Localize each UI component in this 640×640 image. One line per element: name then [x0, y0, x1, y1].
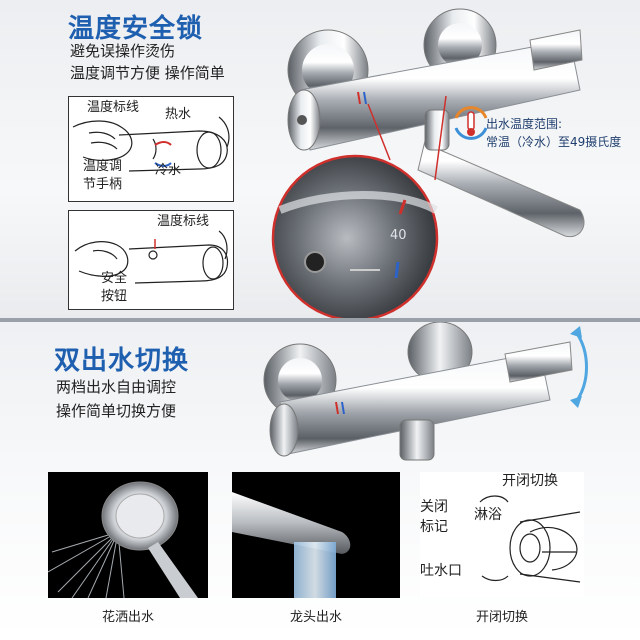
water-temp-range-label: 出水温度范围: [486, 117, 563, 131]
caption-shower: 花洒出水 [101, 610, 154, 625]
zoom-detail-circle [271, 154, 439, 318]
dual-outlet-desc-line1: 两档出水自由调控 [56, 378, 177, 396]
sketch2-safety-label-1: 安全 [101, 271, 128, 286]
caption-switch: 开闭切换 [475, 610, 528, 625]
safety-button-sketch: 温度标线 安全 按钮 [68, 210, 234, 310]
water-temp-range-value: 常温（冷水）至49摄氏度 [486, 135, 622, 149]
shower-mode-label: 淋浴 [474, 507, 502, 523]
dual-outlet-desc-line2: 操作简单切换方便 [56, 402, 177, 420]
section-title-dual-outlet: 双出水切换 [54, 346, 190, 376]
dual-outlet-panel: 双出水切换 两档出水自由调控 操作简单切换方便 [0, 322, 640, 640]
temperature-handle-sketch: 温度标线 热水 温度调 节手柄 冷水 [68, 96, 234, 202]
sketch1-cold-label: 冷水 [155, 163, 182, 178]
switch-hand-drawing [479, 495, 581, 583]
zoom-dial-number: 40 [390, 228, 407, 243]
spout-photo [232, 472, 400, 598]
dual-outlet-faucet-image [263, 322, 588, 461]
sketch1-knob-label-2: 节手柄 [83, 177, 123, 192]
temp-lock-desc-line1: 避免误操作烫伤 [70, 42, 176, 60]
temp-lock-desc-line2: 温度调节方便 操作简单 [70, 64, 225, 82]
sketch1-temp-line-label: 温度标线 [87, 100, 140, 115]
close-mark-label-1: 关闭 [420, 499, 448, 515]
hand-on-safety-button-drawing [74, 230, 229, 284]
thermostatic-faucet-image [271, 8, 585, 318]
temperature-lock-panel: 温度安全锁 避免误操作烫伤 温度调节方便 操作简单 温度标线 热水 温度调 节手… [0, 0, 640, 318]
sketch2-temp-line-label: 温度标线 [157, 214, 210, 229]
hot-arrow-icon [154, 141, 172, 146]
thermometer-icon [454, 106, 488, 140]
section-title-temp-lock: 温度安全锁 [68, 14, 204, 44]
hand-on-handle-drawing [72, 116, 230, 172]
section-divider [0, 318, 640, 322]
sketch1-knob-label-1: 温度调 [83, 159, 123, 174]
rotate-arrow-icon [574, 331, 588, 403]
switch-label: 开闭切换 [502, 473, 558, 489]
sketch2-safety-label-2: 按钮 [101, 289, 128, 304]
shower-head-photo [48, 472, 208, 598]
spout-mode-label: 吐水口 [420, 563, 462, 579]
caption-spout: 龙头出水 [289, 610, 342, 625]
close-mark-label-2: 标记 [420, 519, 448, 535]
sketch1-hot-label: 热水 [165, 107, 192, 122]
switch-sketch: 开闭切换 关闭 标记 淋浴 吐水口 [420, 472, 584, 598]
cold-arrow-icon [154, 162, 172, 167]
